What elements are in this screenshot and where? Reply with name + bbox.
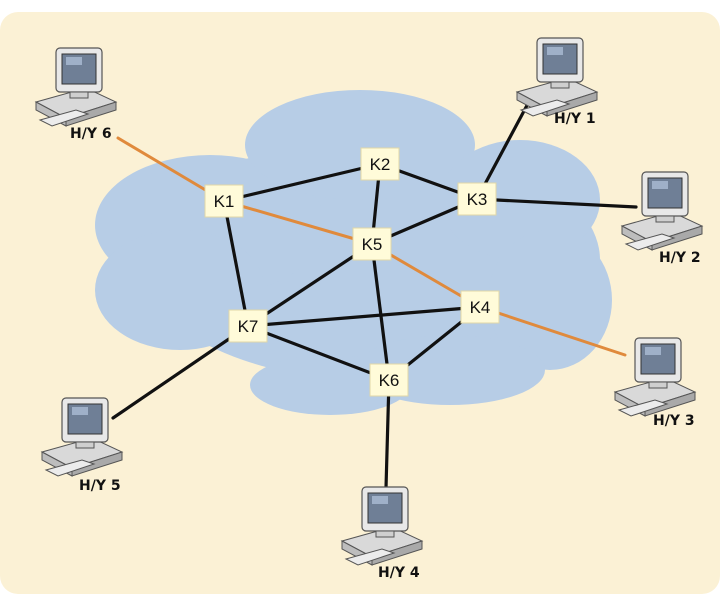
node-k3: K3 (457, 182, 497, 216)
host-label-h6: H/Y 6 (70, 126, 112, 142)
node-box (460, 290, 500, 324)
node-k2: K2 (360, 147, 400, 181)
node-box (457, 182, 497, 216)
link-h4-k6 (384, 378, 391, 490)
host-h2: H/Y 2 (620, 171, 704, 266)
link-h5-k7 (111, 324, 250, 420)
node-box (352, 227, 392, 261)
node-label: K5 (362, 235, 383, 254)
computer-icon (620, 171, 704, 251)
host-h5: H/Y 5 (40, 397, 124, 494)
node-k4: K4 (460, 290, 500, 324)
link-k5-k6 (370, 242, 391, 382)
host-h6: H/Y 6 (34, 47, 118, 142)
node-label: K6 (379, 371, 400, 390)
host-label-h2: H/Y 2 (659, 250, 701, 266)
host-h1: H/Y 1 (515, 37, 599, 127)
link-k1-k7 (222, 199, 250, 328)
host-h3: H/Y 3 (613, 337, 697, 429)
node-box (369, 363, 409, 397)
link-k1-k2 (222, 162, 382, 203)
host-h4: H/Y 4 (340, 486, 424, 581)
node-k5: K5 (352, 227, 392, 261)
host-label-h1: H/Y 1 (554, 111, 596, 127)
link-k7-k5 (246, 242, 374, 328)
computer-icon (340, 486, 424, 566)
host-label-h5: H/Y 5 (79, 478, 121, 494)
link-h2-k3 (475, 197, 638, 209)
host-label-h4: H/Y 4 (378, 565, 420, 581)
computer-icon (34, 47, 118, 127)
link-k1-k5 (222, 199, 374, 246)
computer-icon (40, 397, 124, 477)
link-k7-k4 (246, 305, 482, 328)
computer-icon (515, 37, 599, 117)
node-label: K4 (470, 298, 491, 317)
node-label: K1 (214, 192, 235, 211)
node-label: K3 (467, 190, 488, 209)
node-k1: K1 (204, 184, 244, 218)
link-h1-k3 (475, 94, 534, 201)
host-label-h3: H/Y 3 (653, 413, 695, 429)
node-label: K2 (370, 155, 391, 174)
node-box (204, 184, 244, 218)
computer-icon (613, 337, 697, 417)
link-h3-k4 (478, 305, 627, 357)
node-k6: K6 (369, 363, 409, 397)
node-k7: K7 (228, 309, 268, 343)
node-box (228, 309, 268, 343)
link-k7-k6 (246, 324, 391, 382)
node-box (360, 147, 400, 181)
node-label: K7 (238, 317, 259, 336)
